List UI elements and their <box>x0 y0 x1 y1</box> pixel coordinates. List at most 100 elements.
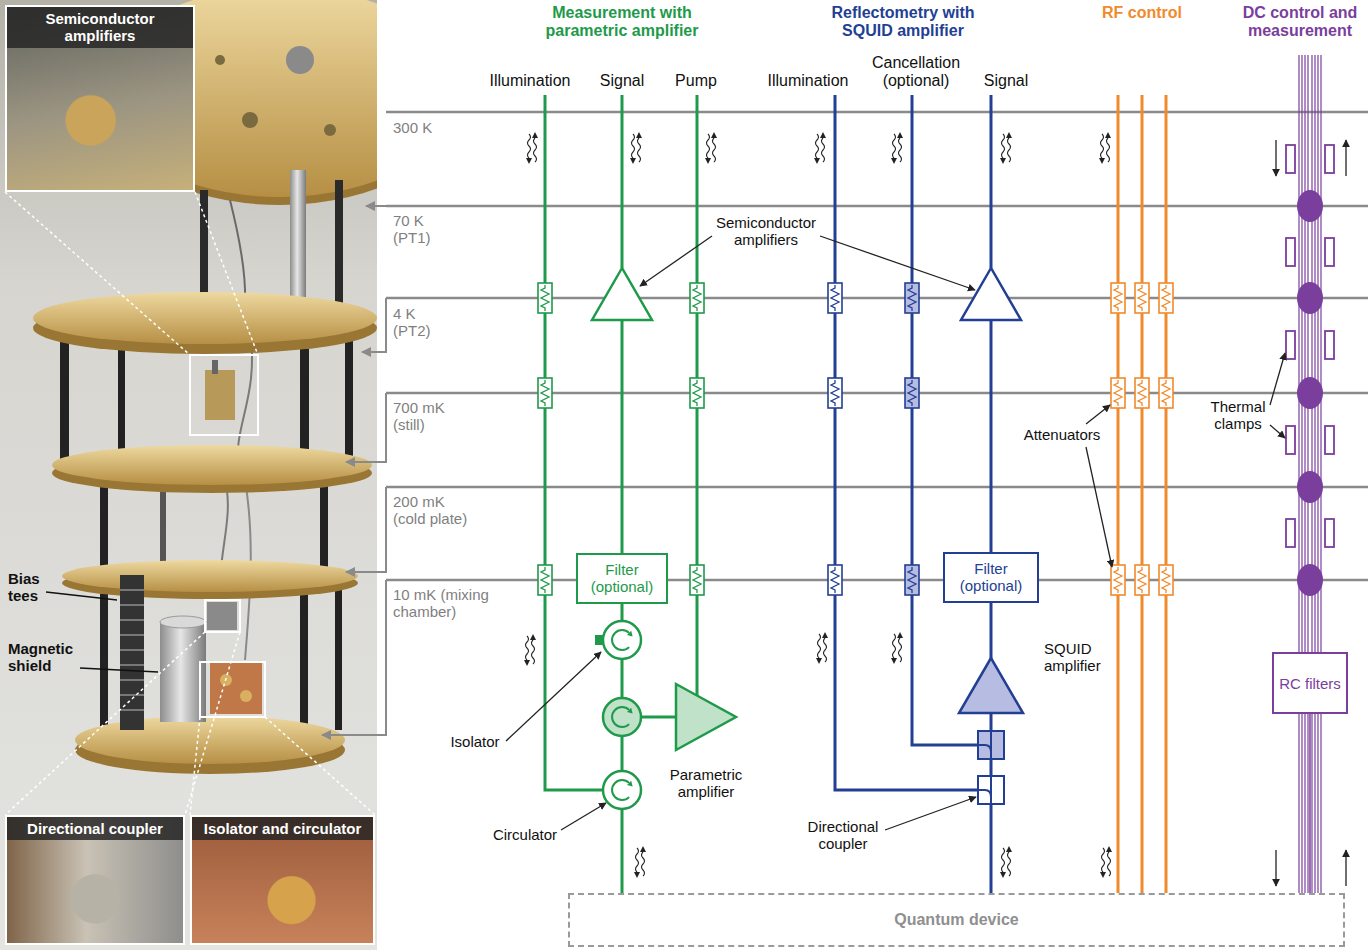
inset-title: Isolator and circulator <box>192 817 373 840</box>
radiation-symbol <box>524 634 536 666</box>
attenuator-symbol <box>690 283 704 313</box>
label-slot: SQUID amplifier <box>1044 640 1116 675</box>
photo-callout: Magnetic shield <box>8 640 92 675</box>
zoom-frame <box>205 600 240 632</box>
label-slot: Signal <box>587 72 657 90</box>
filter-label: RC filters <box>1279 675 1341 692</box>
attenuator-symbol <box>538 283 552 313</box>
blue-wiring <box>835 95 991 790</box>
temperature-label: 700 mK (still) <box>393 399 457 434</box>
radiation-symbol <box>814 132 826 164</box>
stage-pointer <box>346 393 386 462</box>
thermal-clamp <box>1286 426 1295 454</box>
rf-line <box>1117 95 1120 893</box>
support-rod <box>335 588 342 730</box>
attenuator-symbol <box>690 378 704 408</box>
label-slot: Parametric amplifier <box>656 766 756 801</box>
blue-wiring <box>912 95 978 745</box>
leader-line <box>46 592 117 600</box>
circulator-symbol <box>612 630 633 650</box>
attenuator-symbol <box>905 283 919 313</box>
radiation-symbol <box>524 132 1112 878</box>
top-plate <box>242 112 258 128</box>
radiation-symbol <box>816 632 828 664</box>
leader-line <box>1086 447 1112 567</box>
label-slot: Illumination <box>480 72 580 90</box>
temperature-label: 10 mK (mixing chamber) <box>393 586 497 621</box>
zoom-line <box>265 717 375 815</box>
attenuator-symbol <box>905 378 919 408</box>
line-name: Illumination <box>758 72 858 90</box>
line-name: Illumination <box>480 72 580 90</box>
thermal-clamp <box>1325 238 1334 266</box>
direction-arrow <box>1345 850 1346 886</box>
directional-coupler-symbol <box>978 776 991 804</box>
dc-bundle <box>1298 55 1299 893</box>
radiation-symbol <box>1100 846 1112 878</box>
amplifier-symbol <box>592 268 652 320</box>
leader-line <box>820 236 975 290</box>
line-name: Signal <box>971 72 1041 90</box>
thermal-clamp <box>1286 145 1295 173</box>
support-rod <box>60 335 69 463</box>
filter-box: Filter (optional) <box>943 552 1039 603</box>
amplifier-symbol <box>959 658 1023 713</box>
attenuator-symbol <box>1135 283 1149 313</box>
blue-wiring <box>990 320 993 552</box>
label-slot: Directional coupler <box>791 818 895 853</box>
zoom-line <box>185 632 240 815</box>
callout-label: Attenuators <box>1012 426 1112 443</box>
label-slot: Bias tees <box>8 570 60 605</box>
label-slot: Magnetic shield <box>8 640 92 675</box>
attenuator-symbol <box>828 283 919 595</box>
callout-label: Directional coupler <box>791 818 895 853</box>
radiation-symbol <box>1099 132 1111 164</box>
support-rod <box>100 480 108 572</box>
directional-coupler-symbol <box>978 731 1004 804</box>
direction-arrow <box>1275 140 1276 176</box>
attenuator-symbol <box>1111 378 1125 408</box>
stage-pointer <box>362 298 386 352</box>
leader-line <box>885 797 976 830</box>
filter-label: Filter (optional) <box>582 561 662 596</box>
thermal-clamp <box>1325 519 1334 547</box>
photo-inset: Isolator and circulator <box>190 815 375 945</box>
bundle-thermalisation <box>1297 190 1323 596</box>
column-heading: DC control and measurement <box>1237 4 1363 41</box>
label-slot: RF control <box>1082 4 1202 22</box>
magnetic-shield <box>160 616 206 628</box>
column-heading: Reflectometry with SQUID amplifier <box>814 4 992 41</box>
device-label: Quantum device <box>894 911 1018 929</box>
line-name: Signal <box>587 72 657 90</box>
support-rod <box>320 478 328 572</box>
radiation-symbol <box>526 132 538 164</box>
amplifier-symbol <box>592 268 1023 750</box>
temperature-stage-line <box>386 205 1368 208</box>
leader-line <box>506 236 1285 830</box>
leader-line <box>561 803 606 830</box>
temperature-label: 200 mK (cold plate) <box>393 493 475 528</box>
label-slot: Circulator <box>480 826 570 843</box>
zoom-line <box>5 192 375 815</box>
zoom-frame <box>200 662 265 717</box>
thermal-clamp <box>1286 238 1295 266</box>
support-rod <box>335 180 343 315</box>
amplifier-hardware <box>205 370 235 420</box>
line-name: Pump <box>666 72 726 90</box>
circulator-symbol <box>612 780 633 800</box>
temperature-stage-line <box>386 486 1368 489</box>
label-slot: DC control and measurement <box>1237 4 1363 41</box>
callout-label: Isolator <box>435 733 515 750</box>
amplifier-symbol <box>676 684 736 750</box>
temperature-stage-line <box>386 579 1368 582</box>
label-slot: 10 mK (mixing chamber) <box>393 586 497 621</box>
label-slot: Illumination <box>758 72 858 90</box>
radiation-symbol <box>634 846 646 878</box>
dc-wiring <box>1309 714 1311 893</box>
label-slot: Signal <box>971 72 1041 90</box>
zoom-frame <box>190 355 258 435</box>
temperature-stage-line <box>386 111 1368 114</box>
leader-line <box>1086 405 1110 424</box>
copper-bracket <box>240 690 252 702</box>
